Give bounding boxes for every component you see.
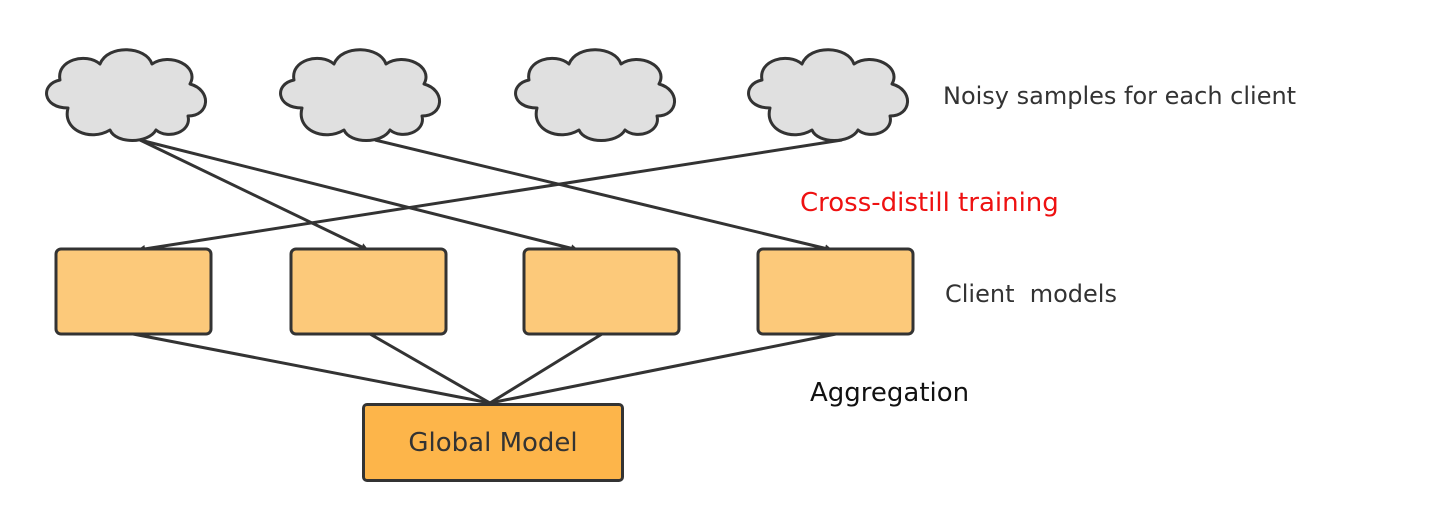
- client-3: [522, 247, 681, 336]
- arrow-cloud2-to-client4: [374, 138, 833, 253]
- cloud-4: [747, 48, 909, 142]
- aggr-line-client1: [132, 332, 491, 405]
- cross-distill-arrows: [137, 138, 843, 253]
- aggr-line-client2: [369, 332, 491, 405]
- client-models-label: Client models: [945, 280, 1117, 308]
- global-model-box: Global Model: [362, 403, 624, 482]
- aggr-line-client3: [489, 332, 603, 405]
- client-2: [289, 247, 448, 336]
- cloud-row: [45, 48, 909, 142]
- aggregation-lines: [132, 332, 837, 405]
- arrow-cloud4-to-client1: [137, 138, 843, 253]
- cross-distill-label: Cross-distill training: [800, 188, 1059, 218]
- arrow-cloud1-to-client3: [139, 138, 579, 253]
- aggregation-label: Aggregation: [810, 378, 970, 408]
- aggr-line-client4: [489, 332, 837, 405]
- global-model-label: Global Model: [408, 427, 578, 458]
- client-4: [756, 247, 915, 336]
- client-models-row: [54, 247, 915, 336]
- noisy-samples-label: Noisy samples for each client: [943, 82, 1297, 110]
- client-1: [54, 247, 213, 336]
- cloud-2: [279, 48, 441, 142]
- arrow-cloud1-to-client2: [139, 138, 369, 252]
- cloud-1: [45, 48, 207, 142]
- cloud-3: [514, 48, 676, 142]
